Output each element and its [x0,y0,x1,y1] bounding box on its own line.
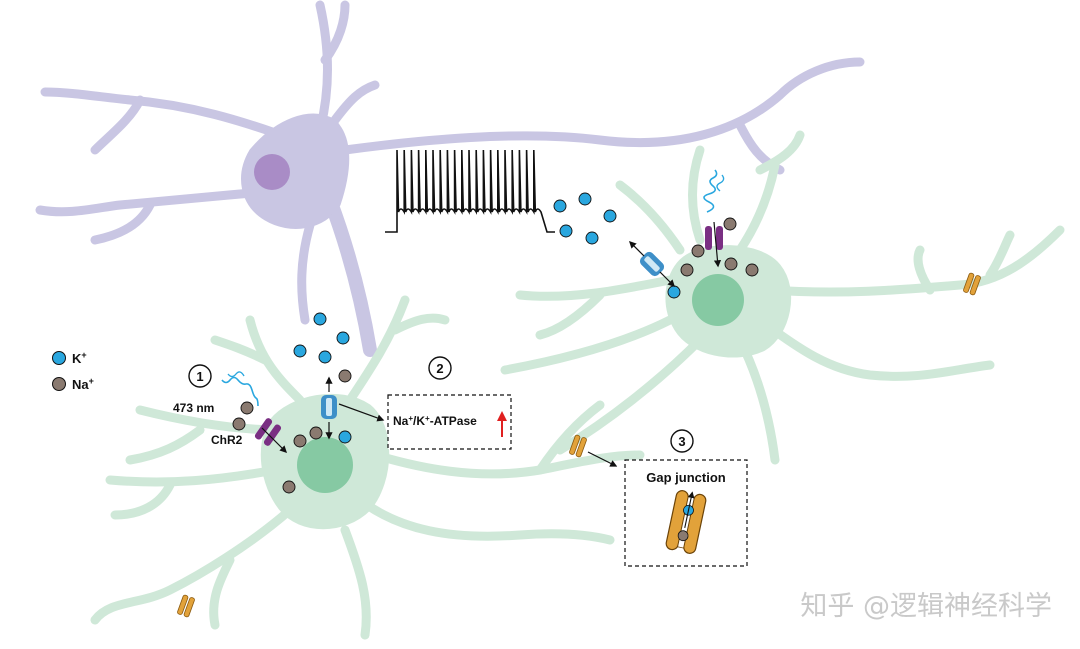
na-ion-icon [691,244,705,258]
k-ion-icon [667,285,681,299]
legend-k-ion-icon [52,351,66,365]
gap-junction-icon-2 [963,272,981,296]
atpase-box: Na+/K+-ATPase [387,394,512,450]
gap-junction-label: Gap junction [646,470,726,485]
astrocyte-left-nucleus [297,437,353,493]
light-stimulation-right [703,169,725,268]
marker-3-label: 3 [678,434,685,449]
atpase-label: Na+/K+-ATPase [393,414,477,428]
marker-1-label: 1 [196,369,203,384]
k-ion-icon [313,312,327,326]
astrocyte-right [500,130,1065,465]
chr2-label: ChR2 [211,433,243,447]
na-ion-icon [338,369,352,383]
svg-text:Na+: Na+ [72,376,94,392]
na-ion-icon [745,263,759,277]
legend-na-label: Na [72,377,89,392]
na-ion-icon [724,257,738,271]
astrocyte-right-nucleus [692,274,744,326]
k-ion-icon [578,192,592,206]
chr2-channel-icon-right [705,226,723,250]
k-ion-icon [559,224,573,238]
svg-text:K+: K+ [72,350,87,366]
na-ion-icon [309,426,323,440]
na-ion-icon [293,434,307,448]
gap-junction-icon-1 [569,434,587,458]
legend-k-sup: + [81,350,86,360]
na-ion-icon [240,401,254,415]
astrocyte-left [90,295,645,640]
legend-na-sup: + [89,376,94,386]
marker-1-circle [188,364,212,388]
legend: K+ Na+ [52,350,94,392]
k-ion-icon [338,430,352,444]
k-ion-icon [603,209,617,223]
k-ion-icon [293,344,307,358]
gap-junction-icons [177,272,981,618]
gap-junction-icon-3 [177,594,195,618]
light-wave-icon-right [703,169,718,213]
ions [232,192,759,494]
marker-2-circle [428,356,452,380]
light-stimulation-left: 473 nm ChR2 [173,371,288,454]
na-k-pump-left [321,376,385,440]
gap-junction-detail-icon [665,490,707,554]
k-ion-icon [336,331,350,345]
k-ion-icon [585,231,599,245]
light-wave-icon [221,376,259,407]
k-ion-icon [553,199,567,213]
na-k-pump-right [628,240,676,288]
legend-k-label: K [72,351,82,366]
na-ion-icon [232,417,246,431]
action-potential-trace [385,149,555,233]
na-ion-icon [723,217,737,231]
step-markers: 1 2 3 [188,356,694,453]
watermark-text: 知乎 @逻辑神经科学 [800,591,1052,622]
gap-junction-box: Gap junction [624,459,748,567]
na-ion-icon [680,263,694,277]
k-ion-icon [318,350,332,364]
neuron [35,0,865,357]
marker-3-circle [670,429,694,453]
wavelength-label: 473 nm [173,401,214,415]
neuron-nucleus [254,154,290,190]
marker-2-label: 2 [436,361,443,376]
legend-na-ion-icon [52,377,66,391]
na-ion-icon [282,480,296,494]
